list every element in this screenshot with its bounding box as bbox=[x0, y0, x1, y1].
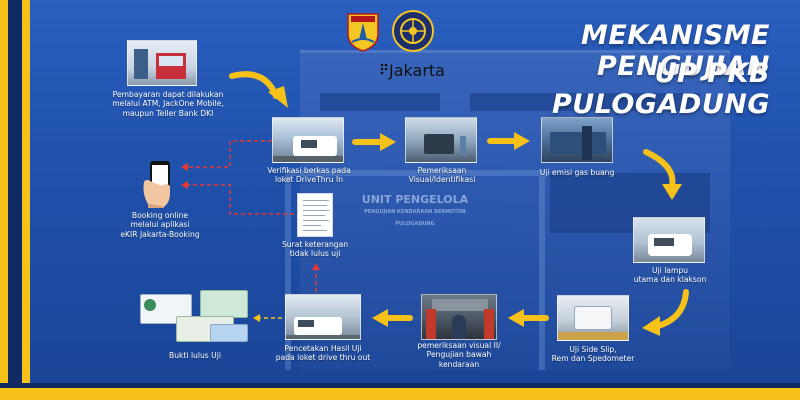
failure-letter-document-icon bbox=[297, 193, 333, 237]
left-navy-stripe bbox=[8, 0, 22, 400]
jakarta-wordmark: Jakarta bbox=[389, 61, 445, 80]
proof-caption: Bukti lulus Uji bbox=[150, 351, 240, 360]
printing-drivethru-out-photo bbox=[285, 294, 361, 340]
atm-payment-photo bbox=[127, 40, 197, 86]
bottom-yellow-stripe bbox=[0, 388, 800, 400]
building-arch bbox=[285, 170, 545, 370]
emission-test-caption: Uji emisi gas buang bbox=[531, 168, 623, 177]
smartphone-booking-icon bbox=[140, 160, 180, 208]
emission-test-photo bbox=[541, 117, 613, 163]
left-yellow-stripe-inner bbox=[22, 0, 30, 400]
dki-jakarta-emblem-icon bbox=[345, 12, 381, 52]
verification-caption-line-2: loket DriveThru In bbox=[274, 175, 344, 185]
lights-horn-caption-line-1: Uji lampu bbox=[652, 266, 688, 275]
payment-caption-line-3: maupun Teller Bank DKI bbox=[122, 108, 214, 118]
underbody-caption-line-1: pemeriksaan visual II/ bbox=[417, 341, 501, 350]
arrow-emission-to-lights bbox=[643, 149, 676, 189]
printing-caption-line-2: pada loket drive thru out bbox=[275, 353, 371, 363]
proof-caption-line-1: Bukti lulus Uji bbox=[169, 351, 221, 360]
left-yellow-stripe bbox=[0, 0, 8, 400]
arrow-visual-to-emission-head bbox=[514, 132, 530, 150]
side-slip-caption-line-1: Uji Side Slip, bbox=[569, 345, 617, 354]
building-sign-line2: PENGUJIAN KENDARAAN BERMOTOR bbox=[364, 209, 466, 215]
lights-horn-caption-line-2: utama dan klakson bbox=[633, 275, 707, 285]
bottom-navy-stripe bbox=[0, 383, 800, 388]
failure-letter-caption-line-1: Surat keterangan bbox=[281, 240, 349, 249]
underbody-caption-line-2: Pengujian bawah bbox=[426, 350, 492, 360]
printing-caption-line-1: Pencetakan Hasil Uji bbox=[284, 344, 362, 353]
visual-inspection-caption-line-1: Pemeriksaan bbox=[417, 166, 467, 175]
building-sign-line1: UNIT PENGELOLA bbox=[361, 193, 469, 206]
side-slip-caption-line-2: Rem dan Spedometer bbox=[551, 354, 635, 364]
headlight-horn-test-photo bbox=[633, 217, 705, 263]
verification-caption-line-1: Verifikasi berkas pada bbox=[267, 166, 351, 175]
payment-caption-line-2: melalui ATM, JackOne Mobile, bbox=[112, 99, 224, 109]
side-slip-caption: Uji Side Slip,Rem dan Spedometer bbox=[545, 345, 641, 364]
booking-caption-line-3: eKIR Jakarta-Booking bbox=[120, 229, 200, 239]
visual-inspection-photo bbox=[405, 117, 477, 163]
arrow-lights-to-sideslip-head bbox=[642, 316, 660, 336]
payment-caption-line-1: Pembayaran dapat dilakukan bbox=[112, 90, 224, 99]
arrow-emission-to-lights-head bbox=[662, 184, 682, 200]
arrow-payment-to-verification-head bbox=[268, 86, 288, 108]
booking-caption-line-1: Booking online bbox=[131, 211, 189, 220]
visual-inspection-caption-line-2: Visual/Identifikasi bbox=[408, 175, 476, 185]
arrow-sideslip-to-underbody-head bbox=[508, 309, 524, 327]
verification-drivethru-photo bbox=[272, 117, 344, 163]
arrow-verification-to-visual-head bbox=[380, 133, 396, 151]
jakarta-logo: Jakarta bbox=[380, 58, 460, 88]
underbody-caption-line-3: kendaraan bbox=[438, 359, 480, 369]
title-line-2: UP PKB PULOGADUNG bbox=[551, 58, 770, 120]
dephub-emblem-icon bbox=[392, 10, 434, 52]
emission-test-caption-line-1: Uji emisi gas buang bbox=[539, 168, 615, 177]
jakarta-logo-mark-icon bbox=[380, 63, 388, 75]
title-line-1: MEKANISME PENGUJIAN bbox=[580, 20, 770, 82]
underbody-inspection-photo bbox=[421, 294, 497, 340]
building-sign-line3: PULOGADUNG bbox=[395, 221, 435, 227]
arrow-letter-to-booking bbox=[186, 184, 294, 215]
arrow-underbody-to-printing-head bbox=[372, 309, 388, 327]
proof-of-pass-cards-image bbox=[140, 290, 252, 346]
arrow-verification-to-booking bbox=[186, 140, 272, 168]
building-sign: UNIT PENGELOLA PENGUJIAN KENDARAAN BERMO… bbox=[330, 190, 500, 230]
booking-caption-line-2: melalui aplikasi bbox=[130, 220, 190, 230]
arrow-lights-to-sideslip bbox=[655, 289, 689, 329]
failure-letter-caption-line-2: tidak lulus uji bbox=[289, 249, 341, 259]
side-slip-brake-test-photo bbox=[557, 295, 629, 341]
